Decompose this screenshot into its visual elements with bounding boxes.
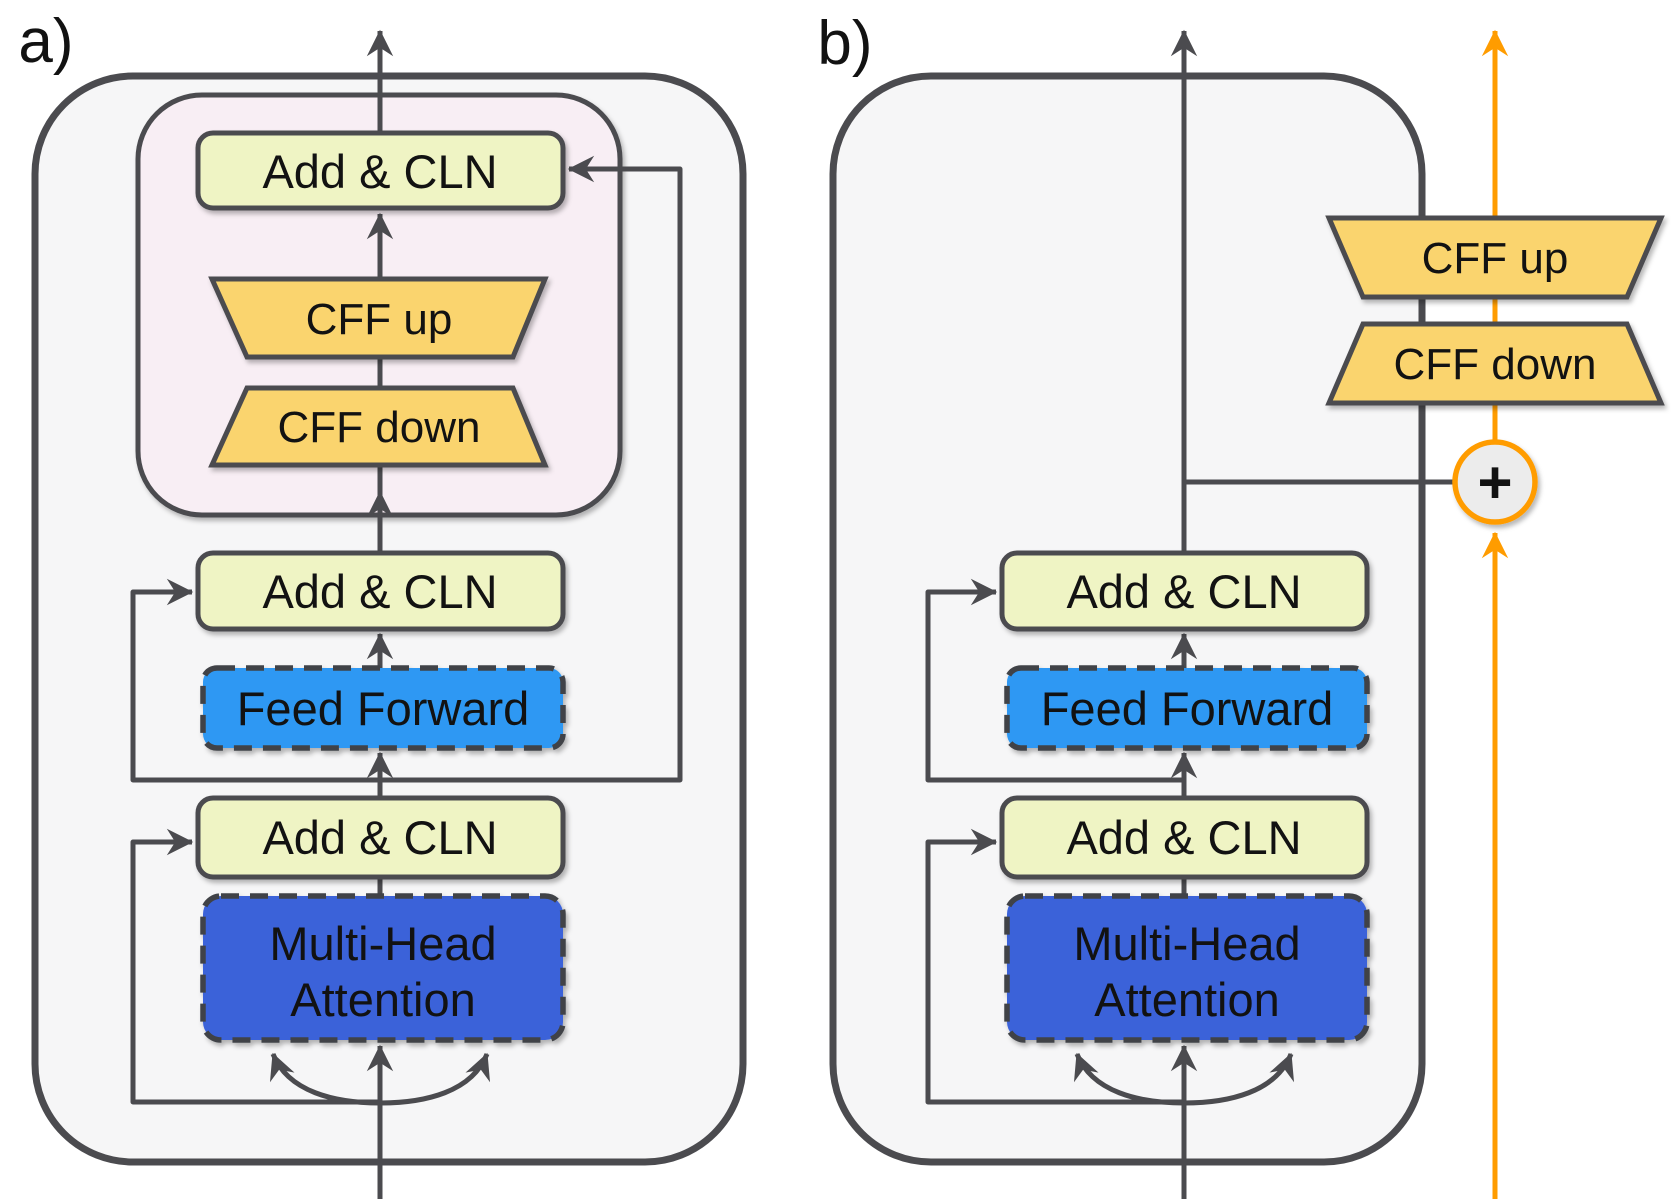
b-residual-skip-attention	[925, 828, 1184, 1105]
b-sum-node-circle	[1452, 439, 1538, 525]
b-cff-up-label: CFF up	[1422, 234, 1569, 283]
a-add-cln-ff-label: Add & CLN	[262, 565, 497, 618]
a-residual-skip-adapter	[380, 155, 683, 783]
b-add-cln-ff-label: Add & CLN	[1066, 565, 1301, 618]
b-input-arrow-left	[1074, 1052, 1185, 1106]
panel-b-label: b)	[817, 9, 872, 78]
b-mha-label-line2: Attention	[1094, 973, 1280, 1026]
b-sum-plus-label: +	[1477, 449, 1512, 516]
a-mha-label-line2: Attention	[290, 973, 476, 1026]
b-residual-skip-feedforward	[925, 578, 1184, 783]
b-feed-forward-label: Feed Forward	[1041, 682, 1334, 735]
a-multi-head-attention-box	[200, 893, 566, 1043]
b-cff-down-trapezoid	[1325, 321, 1665, 406]
b-cff-up-trapezoid	[1325, 215, 1665, 300]
a-mha-label-line1: Multi-Head	[269, 917, 496, 970]
b-add-cln-attn-label: Add & CLN	[1066, 811, 1301, 864]
b-mha-label-line1: Multi-Head	[1073, 917, 1300, 970]
a-input-arrow-left	[270, 1052, 381, 1106]
a-cff-down-trapezoid	[208, 385, 549, 468]
b-feed-forward-box	[1004, 665, 1370, 751]
b-cff-down-label: CFF down	[1394, 340, 1597, 389]
a-input-arrow-right	[379, 1052, 490, 1106]
b-multi-head-attention-box	[1004, 893, 1370, 1043]
a-add-cln-attn-label: Add & CLN	[262, 811, 497, 864]
a-adapter-add-cln-label: Add & CLN	[262, 145, 497, 198]
a-add-cln-attn-box	[195, 795, 566, 880]
a-cff-up-label: CFF up	[306, 295, 453, 344]
a-feed-forward-label: Feed Forward	[237, 682, 530, 735]
a-add-cln-ff-box	[195, 550, 566, 632]
b-input-arrow-right	[1183, 1052, 1294, 1106]
b-add-cln-attn-box	[999, 795, 1370, 880]
b-add-cln-ff-box	[999, 550, 1370, 632]
a-feed-forward-box	[200, 665, 566, 751]
panel-a-label: a)	[18, 7, 73, 76]
a-cff-up-trapezoid	[208, 276, 549, 360]
a-residual-skip-feedforward	[130, 578, 380, 783]
a-cff-down-label: CFF down	[278, 403, 481, 452]
a-adapter-add-cln-box	[195, 130, 566, 211]
a-residual-skip-attention	[130, 828, 380, 1105]
